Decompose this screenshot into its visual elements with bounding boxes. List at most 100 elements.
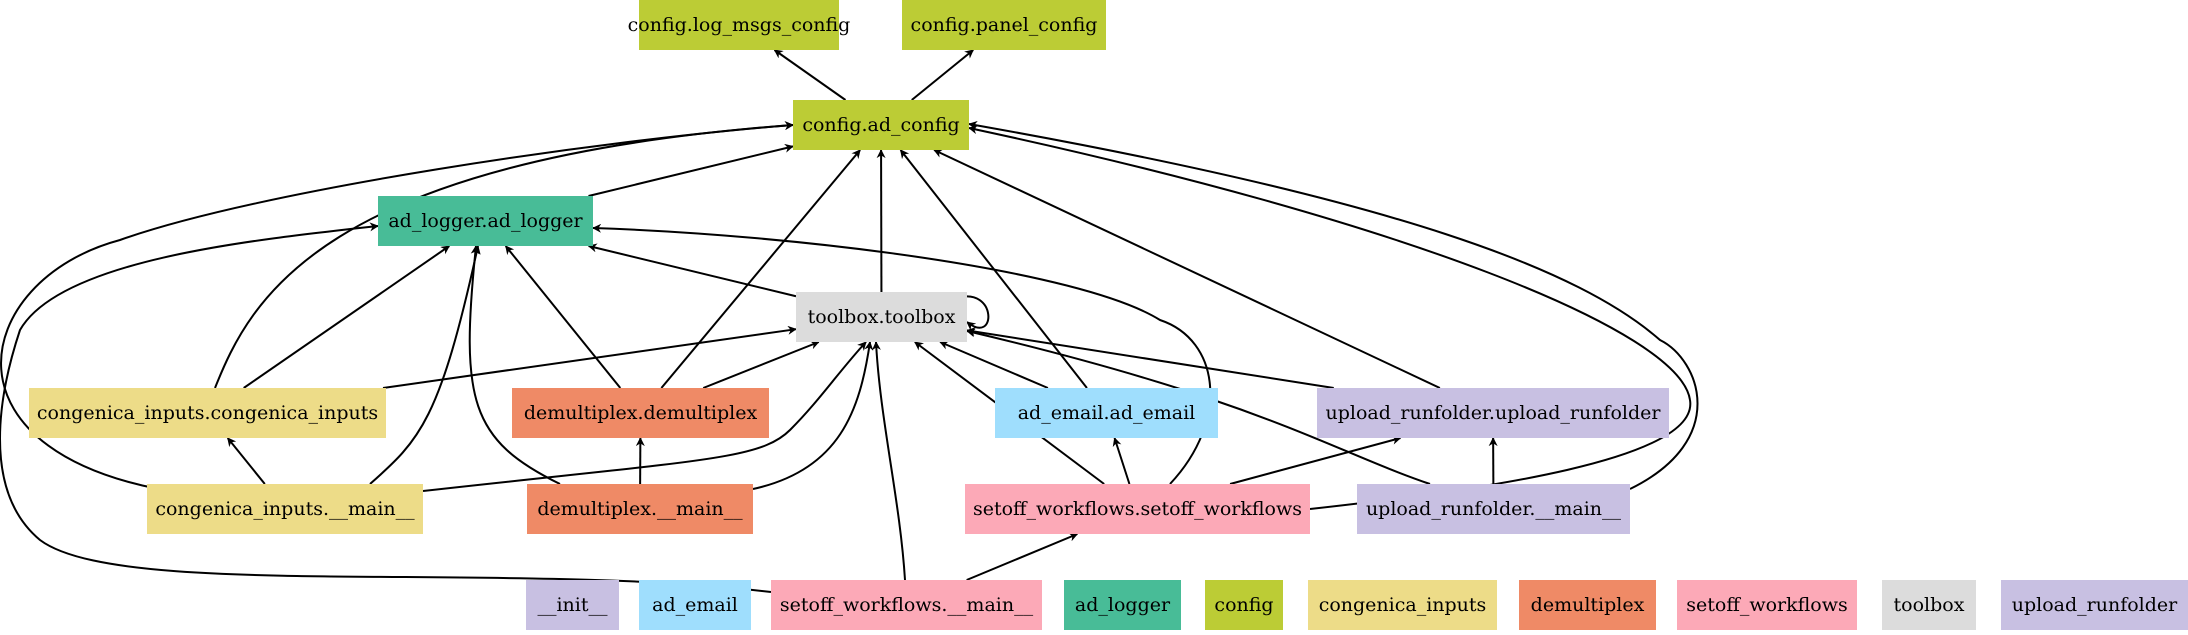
edge-upload_runfolder_main-to-toolbox_toolbox: [966, 328, 1431, 485]
node-upload-runfolder-main: upload_runfolder.__main__: [1357, 484, 1630, 534]
node-ad-email-ad-email: ad_email.ad_email: [995, 388, 1218, 438]
node-setoff-workflows-setoff-workflows-box: [965, 484, 1310, 534]
node-config-panel-config-label: config.panel_config: [911, 14, 1098, 36]
node-demultiplex-demultiplex: demultiplex.demultiplex: [512, 388, 769, 438]
node-upload-runfolder-upload-runfolder: upload_runfolder.upload_runfolder: [1317, 388, 1669, 438]
node-congenica-inputs-main-box: [147, 484, 423, 534]
edge-demultiplex_demultiplex-to-ad_logger_ad_logger: [504, 245, 622, 389]
edge-congenica_inputs_congenica_inputs-to-config_ad_config: [214, 121, 794, 389]
node-config-ad-config-label: config.ad_config: [802, 114, 959, 136]
node-config-panel-config: config.panel_config: [902, 0, 1106, 50]
legend-item-upload-runfolder-box: [2001, 580, 2188, 630]
edge-setoff_workflows_main-to-setoff_workflows_setoff_workflows: [966, 532, 1079, 581]
node-config-ad-config-box: [793, 100, 969, 150]
edge-setoff_workflows_setoff_workflows-to-upload_runfolder_upload_runfolder: [1229, 435, 1402, 485]
node-ad-logger-ad-logger: ad_logger.ad_logger: [378, 196, 593, 246]
node-congenica-inputs-main-label: congenica_inputs.__main__: [155, 498, 415, 520]
node-config-log-msgs-config-box: [639, 0, 839, 50]
edge-demultiplex_main-to-toolbox_toolbox: [752, 341, 874, 490]
legend-item-toolbox: toolbox: [1882, 580, 1976, 630]
legend-item-ad-email-box: [639, 580, 751, 630]
legend-item-init-box: [526, 580, 619, 630]
nodes: config.log_msgs_config config.panel_confi…: [29, 0, 1669, 630]
node-setoff-workflows-setoff-workflows: setoff_workflows.setoff_workflows: [965, 484, 1310, 534]
edge-demultiplex_main-to-ad_logger_ad_logger: [468, 245, 561, 485]
edge-ad_email_ad_email-to-toolbox_toolbox: [939, 341, 1049, 389]
edge-setoff_workflows_setoff_workflows-to-ad_email_ad_email: [1112, 437, 1131, 485]
legend-item-congenica-inputs: congenica_inputs: [1308, 580, 1497, 630]
legend-item-demultiplex-box: [1519, 580, 1656, 630]
legend-item-congenica-inputs-box: [1308, 580, 1497, 630]
legend-item-ad-logger-box: [1064, 580, 1181, 630]
legend-item-ad-email: ad_email: [639, 580, 751, 630]
node-congenica-inputs-congenica-inputs-box: [29, 388, 386, 438]
node-congenica-inputs-main: congenica_inputs.__main__: [147, 484, 423, 534]
node-upload-runfolder-upload-runfolder-label: upload_runfolder.upload_runfolder: [1326, 402, 1662, 424]
edge-config_ad_config-to-config_panel_config: [911, 49, 974, 101]
node-demultiplex-main-label: demultiplex.__main__: [537, 498, 743, 520]
edge-demultiplex_demultiplex-to-toolbox_toolbox: [702, 340, 820, 389]
edge-congenica_inputs_main-to-ad_logger_ad_logger: [369, 245, 481, 485]
legend-item-config-label: config: [1214, 594, 1273, 616]
edge-upload_runfolder_upload_runfolder-to-config_ad_config: [933, 149, 1441, 389]
legend-item-ad-logger: ad_logger: [1064, 580, 1181, 630]
legend-item-toolbox-box: [1882, 580, 1976, 630]
node-setoff-workflows-main-box: [771, 580, 1042, 630]
node-toolbox-toolbox-label: toolbox.toolbox: [808, 306, 956, 328]
node-config-panel-config-box: [902, 0, 1106, 50]
legend-item-init: __init__: [526, 580, 619, 630]
node-ad-email-ad-email-box: [995, 388, 1218, 438]
legend-item-upload-runfolder: upload_runfolder: [2001, 580, 2188, 630]
edge-demultiplex_demultiplex-to-config_ad_config: [660, 149, 861, 389]
edge-setoff_workflows_main-to-toolbox_toolbox: [871, 341, 906, 581]
edge-congenica_inputs_congenica_inputs-to-ad_logger_ad_logger: [243, 245, 451, 389]
node-ad-logger-ad-logger-label: ad_logger.ad_logger: [388, 210, 583, 232]
node-setoff-workflows-main-label: setoff_workflows.__main__: [780, 594, 1034, 616]
legend-item-ad-logger-label: ad_logger: [1075, 594, 1171, 616]
node-upload-runfolder-upload-runfolder-box: [1317, 388, 1669, 438]
node-demultiplex-main: demultiplex.__main__: [527, 484, 753, 534]
node-upload-runfolder-main-box: [1357, 484, 1630, 534]
node-config-log-msgs-config: config.log_msgs_config: [628, 0, 851, 50]
node-config-log-msgs-config-label: config.log_msgs_config: [628, 14, 851, 36]
edge-toolbox_toolbox-to-toolbox_toolbox: [956, 295, 990, 331]
node-demultiplex-demultiplex-box: [512, 388, 769, 438]
legend-item-upload-runfolder-label: upload_runfolder: [2012, 594, 2178, 616]
legend-item-demultiplex: demultiplex: [1519, 580, 1656, 630]
edge-congenica_inputs_main-to-config_ad_config: [0, 121, 794, 495]
legend-item-config-box: [1205, 580, 1283, 630]
legend-item-setoff-workflows: setoff_workflows: [1677, 580, 1857, 630]
legend-item-config: config: [1205, 580, 1283, 630]
node-congenica-inputs-congenica-inputs: congenica_inputs.congenica_inputs: [29, 388, 386, 438]
edge-config_ad_config-to-config_log_msgs_config: [773, 49, 847, 101]
edge-ad_logger_ad_logger-to-config_ad_config: [588, 143, 794, 197]
node-setoff-workflows-setoff-workflows-label: setoff_workflows.setoff_workflows: [973, 498, 1302, 520]
legend-item-setoff-workflows-box: [1677, 580, 1857, 630]
legend-item-congenica-inputs-label: congenica_inputs: [1319, 594, 1487, 616]
edge-upload_runfolder_upload_runfolder-to-toolbox_toolbox: [966, 327, 1334, 389]
node-ad-logger-ad-logger-box: [378, 196, 593, 246]
legend-item-demultiplex-label: demultiplex: [1531, 594, 1645, 616]
node-demultiplex-main-box: [527, 484, 753, 534]
legend-item-ad-email-label: ad_email: [652, 594, 738, 616]
edge-congenica_inputs_congenica_inputs-to-toolbox_toolbox: [382, 325, 797, 389]
legend: __init__ ad_email ad_logger config congenica…: [526, 580, 2188, 630]
legend-item-setoff-workflows-label: setoff_workflows: [1686, 594, 1848, 616]
edge-setoff_workflows_main-to-ad_logger_ad_logger: [0, 222, 772, 593]
edge-toolbox_toolbox-to-ad_logger_ad_logger: [587, 243, 797, 298]
legend-item-init-label: __init__: [537, 594, 608, 616]
node-toolbox-toolbox-box: [796, 292, 967, 342]
node-demultiplex-demultiplex-label: demultiplex.demultiplex: [524, 402, 758, 424]
node-setoff-workflows-main: setoff_workflows.__main__: [771, 580, 1042, 630]
node-config-ad-config: config.ad_config: [793, 100, 969, 150]
node-congenica-inputs-congenica-inputs-label: congenica_inputs.congenica_inputs: [37, 402, 378, 424]
edge-upload_runfolder_main-to-config_ad_config: [968, 120, 1699, 490]
node-ad-email-ad-email-label: ad_email.ad_email: [1018, 402, 1196, 424]
edge-congenica_inputs_main-to-congenica_inputs_congenica_inputs: [226, 437, 266, 485]
edge-congenica_inputs_main-to-toolbox_toolbox: [422, 341, 867, 492]
legend-item-toolbox-label: toolbox: [1894, 594, 1965, 616]
node-upload-runfolder-main-label: upload_runfolder.__main__: [1366, 498, 1622, 520]
edge-setoff_workflows_setoff_workflows-to-config_ad_config: [968, 125, 1692, 510]
node-toolbox-toolbox: toolbox.toolbox: [796, 292, 967, 342]
